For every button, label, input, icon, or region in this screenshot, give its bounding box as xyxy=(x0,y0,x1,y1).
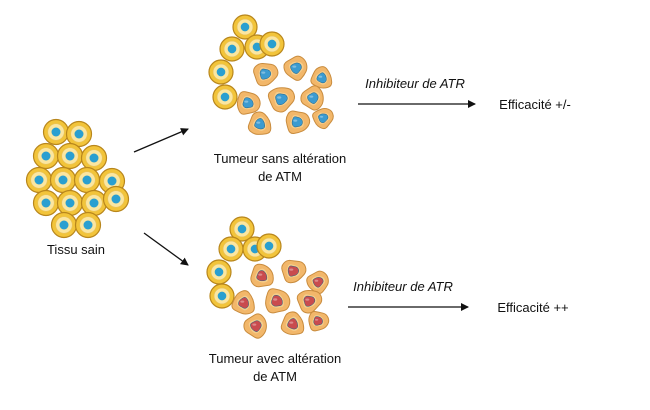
tumor-cell xyxy=(253,62,279,87)
healthy-cell xyxy=(219,36,245,62)
healthy-cell xyxy=(50,211,78,239)
tumor-cell xyxy=(267,87,296,113)
healthy-cell xyxy=(259,31,285,57)
outcome-bottom: Efficacité ++ xyxy=(497,300,569,315)
altered-tumor-cell xyxy=(308,310,330,332)
healthy-cell xyxy=(80,144,108,172)
healthy-cell xyxy=(232,14,258,40)
healthy-cell xyxy=(256,233,282,259)
healthy-tissue-cluster xyxy=(25,118,130,239)
altered-tumor-cell xyxy=(296,290,323,314)
tumor-with-atm-label-line2: de ATM xyxy=(253,369,297,384)
healthy-cell xyxy=(56,142,84,170)
healthy-cell xyxy=(42,118,70,146)
arrow-to-tumor-without-atm xyxy=(133,128,189,153)
altered-tumor-cell xyxy=(231,290,255,315)
tumor-with-atm-cluster xyxy=(206,216,330,339)
healthy-cell xyxy=(32,189,60,217)
tumor-cell xyxy=(310,66,333,89)
tumor-without-atm-label-line1: Tumeur sans altération xyxy=(213,151,347,166)
tumor-cell xyxy=(300,85,324,111)
healthy-cell xyxy=(218,236,244,262)
treatment-label-top: Inhibiteur de ATR xyxy=(365,76,465,91)
tumor-without-atm-cluster xyxy=(208,14,334,135)
tumor-cell xyxy=(283,55,308,81)
altered-tumor-cell xyxy=(265,288,291,314)
tumor-cell xyxy=(312,108,334,130)
healthy-cell xyxy=(74,211,102,239)
tumor-without-atm-label-line2: de ATM xyxy=(258,169,302,184)
tumor-cell xyxy=(247,111,272,135)
outcome-top: Efficacité +/- xyxy=(499,97,571,112)
healthy-cell xyxy=(206,259,232,285)
altered-tumor-cell xyxy=(250,263,274,288)
healthy-cell xyxy=(80,189,108,217)
healthy-cell xyxy=(49,166,77,194)
healthy-cell xyxy=(212,84,238,110)
healthy-cell xyxy=(56,189,84,217)
altered-tumor-cell xyxy=(306,270,329,295)
healthy-tissue-label: Tissu sain xyxy=(46,242,106,257)
healthy-cell xyxy=(208,59,234,85)
arrow-to-tumor-with-atm xyxy=(143,232,189,266)
tumor-cell xyxy=(236,91,261,115)
healthy-cell xyxy=(65,120,93,148)
altered-tumor-cell xyxy=(280,311,305,335)
treatment-label-bottom: Inhibiteur de ATR xyxy=(353,279,453,294)
altered-tumor-cell xyxy=(243,313,267,339)
healthy-cell xyxy=(209,283,235,309)
healthy-cell xyxy=(102,185,130,213)
healthy-cell xyxy=(73,166,101,194)
healthy-cell xyxy=(32,142,60,170)
healthy-cell xyxy=(229,216,255,242)
tumor-with-atm-label-line1: Tumeur avec altération xyxy=(208,351,342,366)
healthy-cell xyxy=(25,166,53,194)
altered-tumor-cell xyxy=(281,259,307,284)
tumor-cell xyxy=(285,110,311,134)
